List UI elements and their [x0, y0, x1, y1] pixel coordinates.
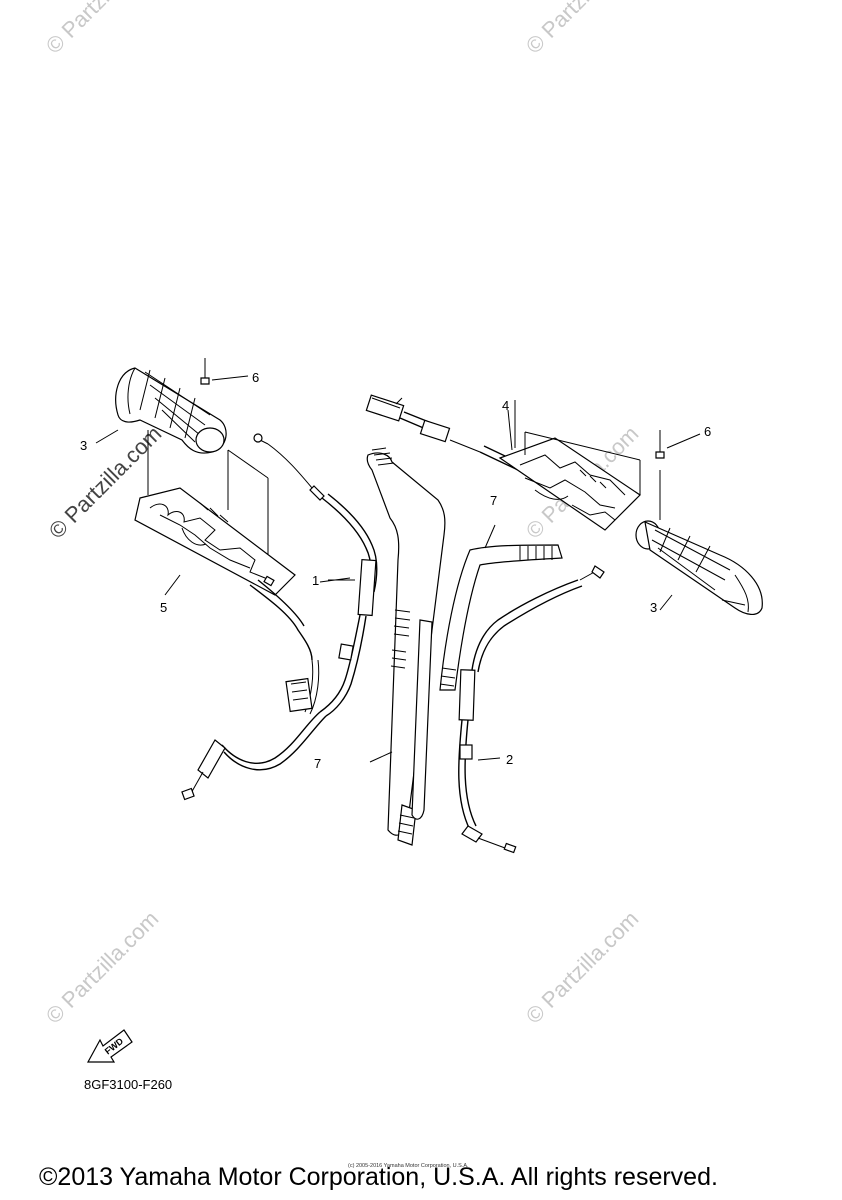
left-screw: [200, 358, 249, 385]
fwd-arrow-icon: FWD: [86, 1029, 133, 1063]
callout-6-left: 6: [252, 370, 259, 385]
left-grip: [115, 367, 227, 454]
right-grip: [635, 520, 763, 615]
cable-1: [181, 433, 378, 801]
callout-4: 4: [502, 398, 509, 413]
hose-7-short: [439, 524, 563, 691]
callout-3-right: 3: [650, 600, 657, 615]
right-screw: [655, 430, 701, 459]
watermark-top-right: © Partzilla.com: [521, 0, 644, 59]
left-heater-element: [134, 430, 320, 715]
callout-3-left: 3: [80, 438, 87, 453]
callout-5: 5: [160, 600, 167, 615]
callouts: 6 3 5 1 4 6 7 3 7 2: [80, 370, 711, 771]
hose-7-long: [366, 447, 446, 846]
diagram-code: 8GF3100-F260: [84, 1077, 173, 1092]
watermark-bottom-right: © Partzilla.com: [521, 906, 644, 1029]
callout-7-upper: 7: [490, 493, 497, 508]
watermarks: © Partzilla.com © Partzilla.com © Partzi…: [41, 0, 644, 1029]
copyright-notice: ©2013 Yamaha Motor Corporation, U.S.A. A…: [39, 1163, 718, 1191]
right-heater-element: [365, 394, 661, 531]
watermark-bottom-left: © Partzilla.com: [41, 906, 164, 1029]
watermark-top-left: © Partzilla.com: [41, 0, 164, 59]
callout-2: 2: [506, 752, 513, 767]
tiny-credit: (c) 2005-2016 Yamaha Motor Corporation, …: [348, 1163, 469, 1169]
callout-6-right: 6: [704, 424, 711, 439]
leader-lines: [95, 409, 673, 611]
cable-2: [458, 565, 605, 854]
callout-1: 1: [312, 573, 319, 588]
callout-7-lower: 7: [314, 756, 321, 771]
